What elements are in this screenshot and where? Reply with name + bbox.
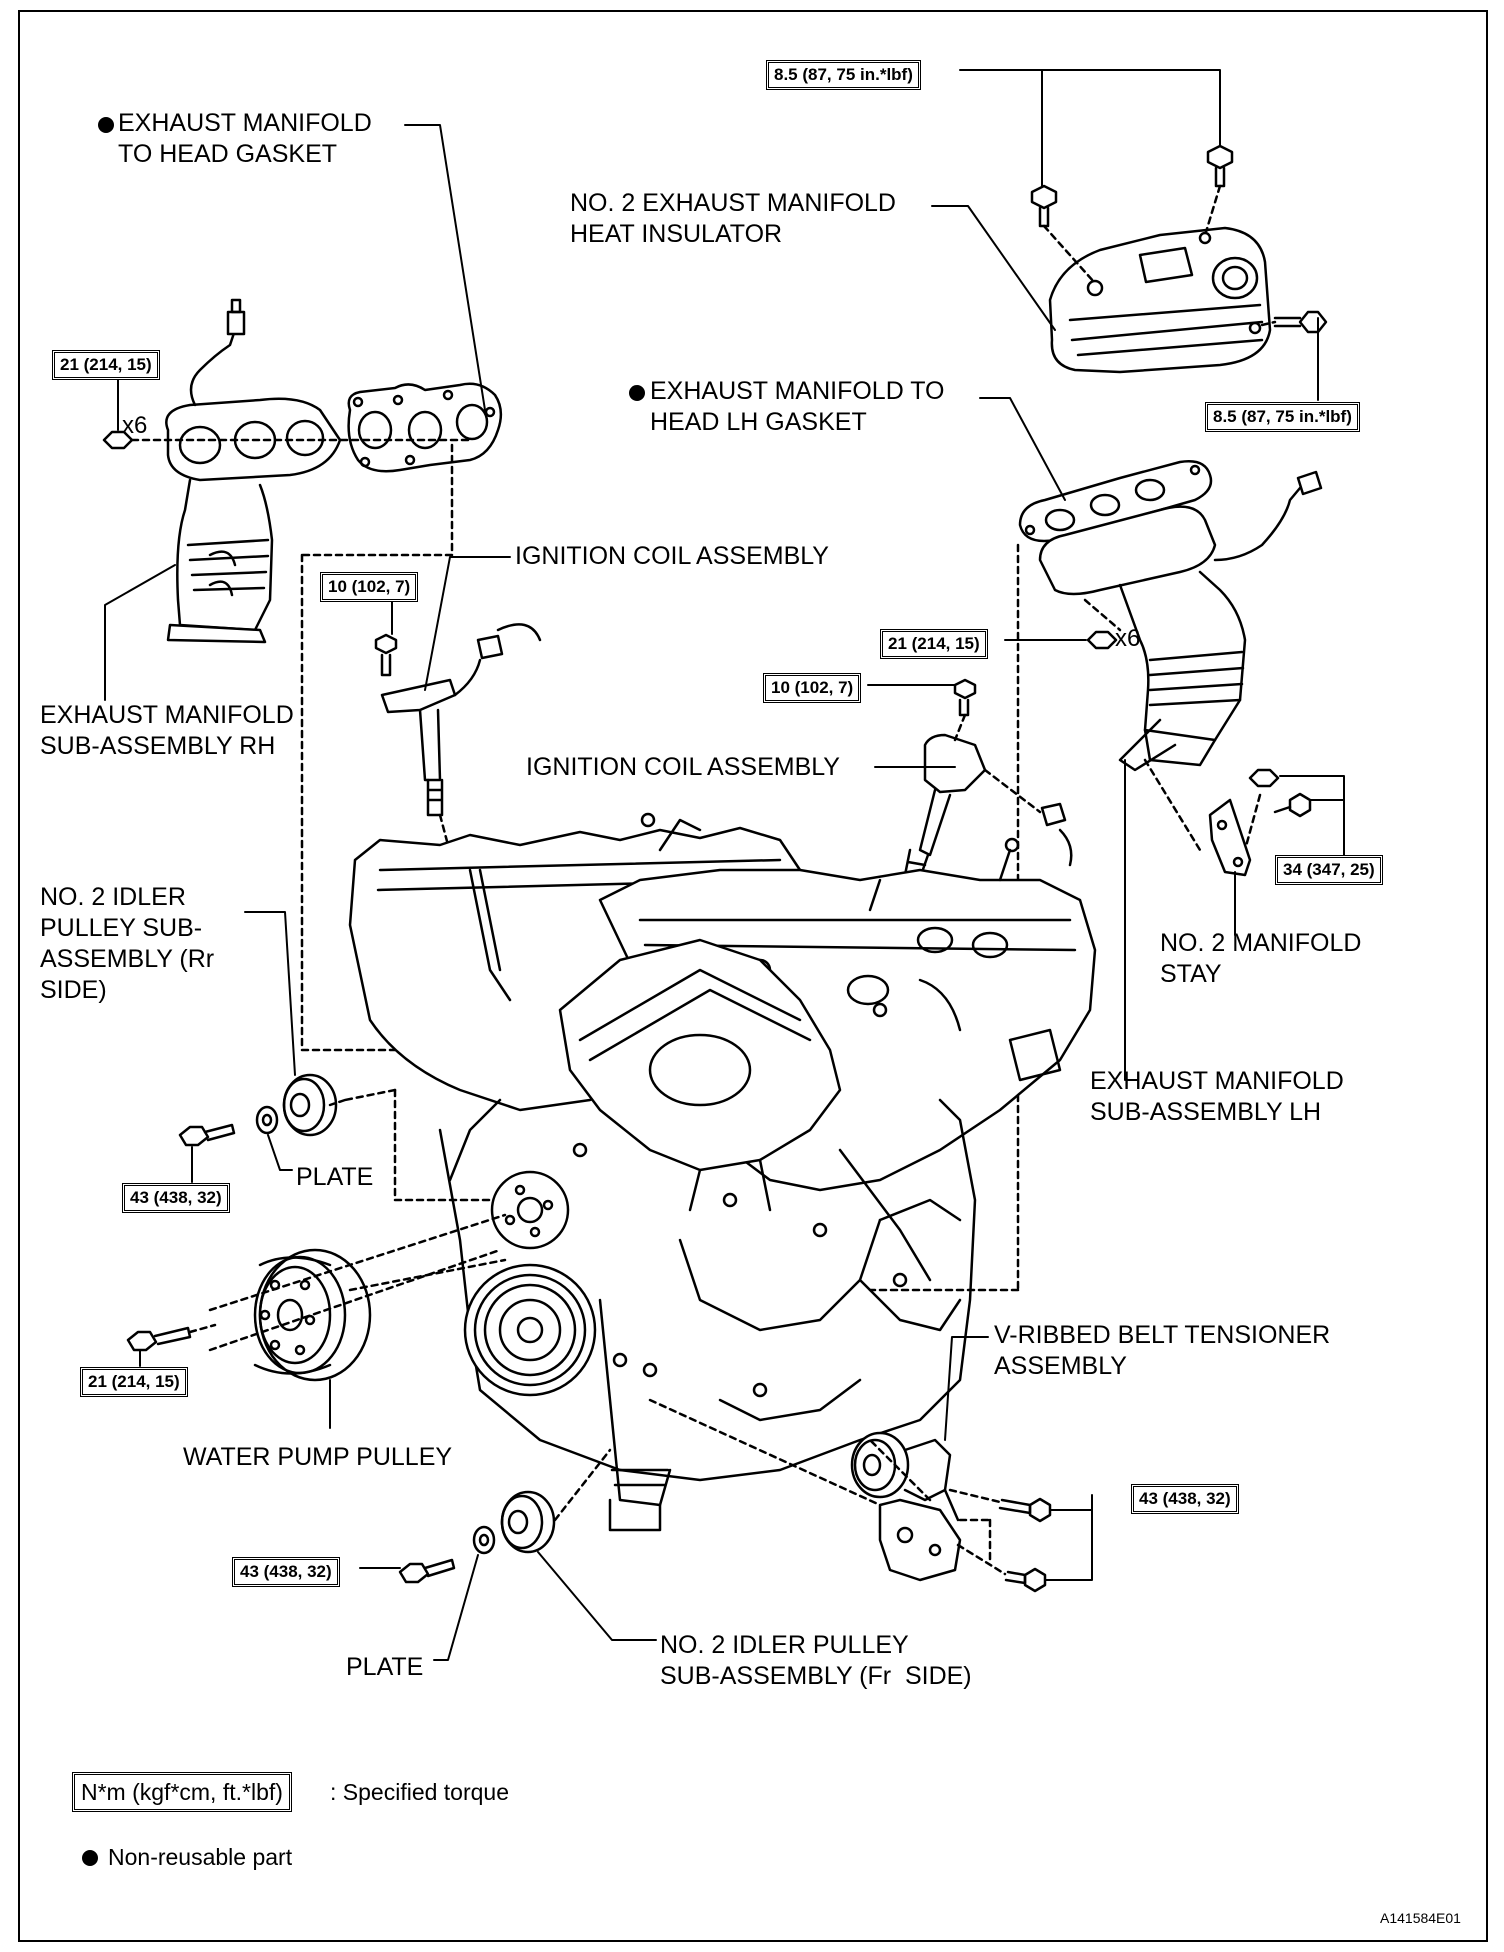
torque-manifold-rh-nut: 21 (214, 15) [52,350,160,380]
legend-nonreusable-bullet [82,1850,98,1866]
legend-torque-text: : Specified torque [330,1779,510,1805]
label-ignition-coil-lh: IGNITION COIL ASSEMBLY [526,753,840,781]
ignition-coil-lh-drawing [903,678,1073,880]
exhaust-gasket-rh-drawing [347,382,503,473]
legend-nonreusable-text: Non-reusable part [108,1844,293,1870]
torque-idler-rr-bolt: 43 (438, 32) [122,1183,230,1213]
wp-dashes [188,1213,507,1352]
label-no2-heat-insulator: NO. 2 EXHAUST MANIFOLD HEAT INSULATOR [570,189,896,248]
engine-block-drawing [348,812,1097,1532]
label-idler-pulley-fr: NO. 2 IDLER PULLEY SUB-ASSEMBLY (Fr SIDE… [660,1631,972,1690]
label-plate-upper: PLATE [296,1163,374,1191]
ignition-coil-rh-drawing [374,623,542,817]
nonreusable-bullet-rh-gasket [98,117,114,133]
torque-tensioner-bolts: 43 (438, 32) [1131,1484,1239,1514]
torque-coil-rh-bolt: 10 (102, 7) [320,572,419,602]
rh-dashes [130,438,472,1052]
legend-torque-box: N*m (kgf*cm, ft.*lbf) [72,1772,292,1812]
idler-pulley-fr-drawing [398,1490,556,1584]
quantity-rh-nuts: x6 [122,412,148,439]
nonreusable-bullet-lh-gasket [629,385,645,401]
label-belt-tensioner: V-RIBBED BELT TENSIONER ASSEMBLY [994,1321,1331,1380]
diagram-frame [18,10,1488,1942]
torque-heat-insulator-top: 8.5 (87, 75 in.*lbf) [766,60,921,90]
belt-tensioner-drawing [850,1431,1052,1593]
label-water-pump-pulley: WATER PUMP PULLEY [183,1443,453,1471]
torque-heat-insulator-side: 8.5 (87, 75 in.*lbf) [1205,402,1360,432]
figure-code: A141584E01 [1380,1910,1461,1926]
torque-stay-bolts: 34 (347, 25) [1275,855,1383,885]
manifold-lh-nut [1086,630,1118,650]
torque-coil-lh-bolt: 10 (102, 7) [763,673,862,703]
torque-idler-fr-bolt: 43 (438, 32) [232,1557,340,1587]
exhaust-manifold-lh-drawing [1038,470,1323,772]
exhaust-gasket-lh-drawing [1018,460,1213,543]
label-exhaust-manifold-lh: EXHAUST MANIFOLD SUB-ASSEMBLY LH [1090,1067,1344,1126]
label-exhaust-manifold-rh: EXHAUST MANIFOLD SUB-ASSEMBLY RH [40,701,294,760]
quantity-lh-nuts: x6 [1115,625,1141,652]
tensioner-dashes [648,1398,1007,1576]
water-pump-pulley-drawing [126,1248,372,1382]
exhaust-manifold-rh-drawing [165,298,342,644]
label-no2-manifold-stay: NO. 2 MANIFOLD STAY [1160,929,1362,988]
lh-dashes [1016,543,1262,1292]
block-dashes [343,1088,1020,1292]
label-ignition-coil-rh: IGNITION COIL ASSEMBLY [515,542,829,570]
torque-water-pump-bolt: 21 (214, 15) [80,1367,188,1397]
torque-manifold-lh-nut: 21 (214, 15) [880,629,988,659]
insulator-dashes [1042,184,1277,327]
label-idler-pulley-rr: NO. 2 IDLER PULLEY SUB- ASSEMBLY (Rr SID… [40,883,215,1004]
label-exhaust-gasket-rh: EXHAUST MANIFOLD TO HEAD GASKET [118,109,372,168]
leader-lines [104,69,1345,1661]
idler-pulley-rr-drawing [178,1073,338,1147]
label-plate-lower: PLATE [346,1653,424,1681]
label-exhaust-gasket-lh: EXHAUST MANIFOLD TO HEAD LH GASKET [650,377,945,436]
heat-insulator-drawing [1048,226,1272,374]
manifold-stay-drawing [1208,768,1312,877]
